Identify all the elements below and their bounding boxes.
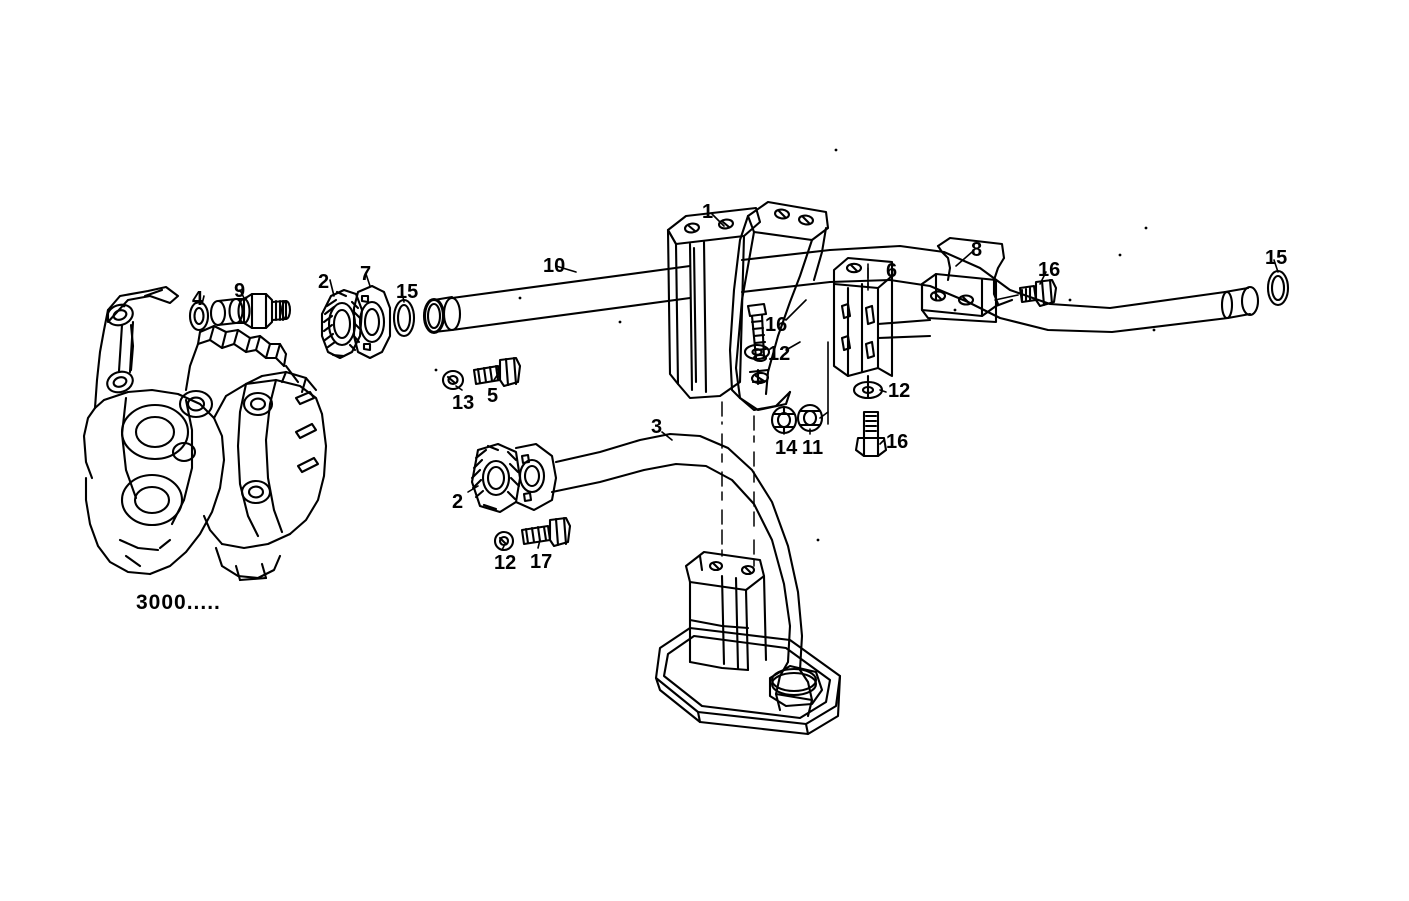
suction-pipe-3-drawing [550,432,814,718]
callout-12-bracket-rear: 12 [888,380,911,402]
washer-12c-drawing [493,530,515,552]
oil-pan-mount-drawing [654,550,842,736]
stud-drawing [748,368,770,386]
callout-2-lower: 2 [452,491,464,513]
callout-14: 14 [775,437,798,459]
lower-gasket-stack-drawing [470,442,558,514]
callout-15-upper: 15 [396,281,419,303]
callout-6: 6 [886,260,898,282]
hex-bolt-16a-drawing [746,302,768,363]
washer-12a-drawing [743,343,771,361]
callout-16-clamp: 16 [1038,259,1061,281]
pipe-10-right-run-drawing [828,244,1290,334]
bracket-6-drawing [832,256,932,378]
lock-nut-14-drawing [770,405,798,435]
scan-speckles [122,148,1156,542]
nut-leader-drawing [819,341,829,425]
oil-pump-housing-drawing [82,285,328,582]
callout-3: 3 [651,416,663,438]
callout-8: 8 [971,239,983,261]
callout-11: 11 [802,437,824,459]
callout-5: 5 [487,385,499,407]
hex-bolt-16b-drawing [994,278,1058,308]
callout-4: 4 [192,288,204,310]
hex-bolt-5-drawing [472,356,522,388]
callout-17: 17 [530,551,553,573]
callout-leader-lines [201,213,1279,551]
callout-13: 13 [452,392,475,414]
washer-4-and-fitting-9-drawing [188,292,292,332]
callout-12-bracket: 12 [768,343,791,365]
hex-bolt-17-drawing [520,516,572,548]
callout-16-bracket: 16 [765,314,788,336]
callout-10: 10 [543,255,566,277]
callout-16-bracket-rear: 16 [886,431,909,453]
washer-12b-drawing [852,374,884,400]
pipe-clamp-8-drawing [920,236,1014,324]
callout-1: 1 [702,201,714,223]
bracket-1b-drawing [728,200,830,412]
callout-12-lower: 12 [494,552,517,574]
callout-7: 7 [360,263,372,285]
callout-15-pipe-end: 15 [1265,247,1288,269]
suction-pipe-10-drawing [423,248,832,334]
figure-label: 3000..... [136,591,221,614]
callout-2: 2 [318,271,330,293]
bracket-1-drawing [666,206,762,400]
hex-bolt-16c-drawing [854,410,888,458]
hex-nut-11-drawing [796,403,824,433]
washer-13-drawing [441,369,465,391]
callout-9: 9 [234,280,246,302]
